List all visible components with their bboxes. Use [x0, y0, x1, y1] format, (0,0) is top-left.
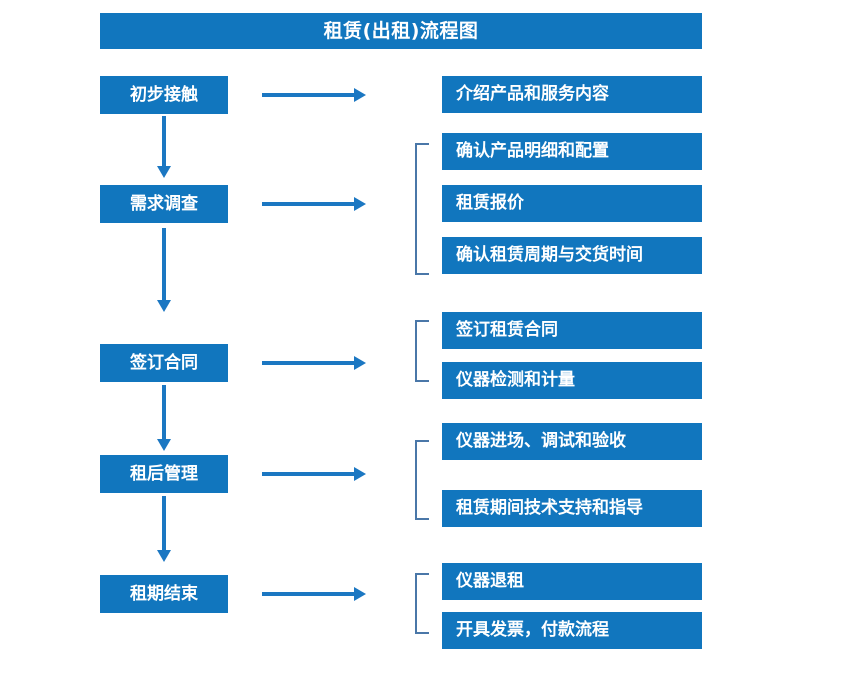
chart-title-bar: 租赁(出租)流程图 — [100, 13, 702, 49]
detail-box-3-2[interactable]: 仪器检测和计量 — [442, 362, 702, 399]
arrow-down-icon-1 — [157, 116, 171, 178]
stage-label-3: 签订合同 — [130, 352, 198, 373]
stage-box-5[interactable]: 租期结束 — [100, 575, 228, 613]
detail-label-2-3: 确认租赁周期与交货时间 — [456, 245, 643, 265]
stage-box-3[interactable]: 签订合同 — [100, 344, 228, 382]
detail-label-2-1: 确认产品明细和配置 — [456, 141, 609, 161]
stage-label-5: 租期结束 — [130, 583, 198, 604]
detail-label-1-1: 介绍产品和服务内容 — [456, 84, 609, 104]
detail-label-2-2: 租赁报价 — [456, 193, 524, 213]
detail-box-4-2[interactable]: 租赁期间技术支持和指导 — [442, 490, 702, 527]
detail-label-4-2: 租赁期间技术支持和指导 — [456, 498, 643, 518]
group-bracket-icon-2 — [415, 143, 429, 275]
detail-box-5-1[interactable]: 仪器退租 — [442, 563, 702, 600]
stage-box-4[interactable]: 租后管理 — [100, 455, 228, 493]
detail-label-4-1: 仪器进场、调试和验收 — [456, 431, 626, 451]
arrow-right-icon-3 — [262, 356, 366, 370]
detail-box-5-2[interactable]: 开具发票，付款流程 — [442, 612, 702, 649]
arrow-down-icon-2 — [157, 228, 171, 312]
arrow-right-icon-1 — [262, 88, 366, 102]
arrow-right-icon-4 — [262, 467, 366, 481]
detail-box-3-1[interactable]: 签订租赁合同 — [442, 312, 702, 349]
stage-box-1[interactable]: 初步接触 — [100, 76, 228, 114]
arrow-down-icon-4 — [157, 496, 171, 562]
detail-box-4-1[interactable]: 仪器进场、调试和验收 — [442, 423, 702, 460]
group-bracket-icon-5 — [415, 573, 429, 634]
arrow-down-icon-3 — [157, 385, 171, 451]
detail-box-2-2[interactable]: 租赁报价 — [442, 185, 702, 222]
detail-box-2-1[interactable]: 确认产品明细和配置 — [442, 133, 702, 170]
stage-label-2: 需求调查 — [130, 193, 198, 214]
detail-label-5-2: 开具发票，付款流程 — [456, 620, 609, 640]
detail-label-3-2: 仪器检测和计量 — [456, 370, 575, 390]
arrow-right-icon-5 — [262, 587, 366, 601]
detail-box-1-1[interactable]: 介绍产品和服务内容 — [442, 76, 702, 113]
stage-label-1: 初步接触 — [130, 84, 198, 105]
detail-label-5-1: 仪器退租 — [456, 571, 524, 591]
stage-label-4: 租后管理 — [130, 463, 198, 484]
arrow-right-icon-2 — [262, 197, 366, 211]
detail-label-3-1: 签订租赁合同 — [456, 320, 558, 340]
group-bracket-icon-4 — [415, 440, 429, 520]
detail-box-2-3[interactable]: 确认租赁周期与交货时间 — [442, 237, 702, 274]
stage-box-2[interactable]: 需求调查 — [100, 185, 228, 223]
chart-title: 租赁(出租)流程图 — [323, 19, 479, 42]
group-bracket-icon-3 — [415, 320, 429, 382]
